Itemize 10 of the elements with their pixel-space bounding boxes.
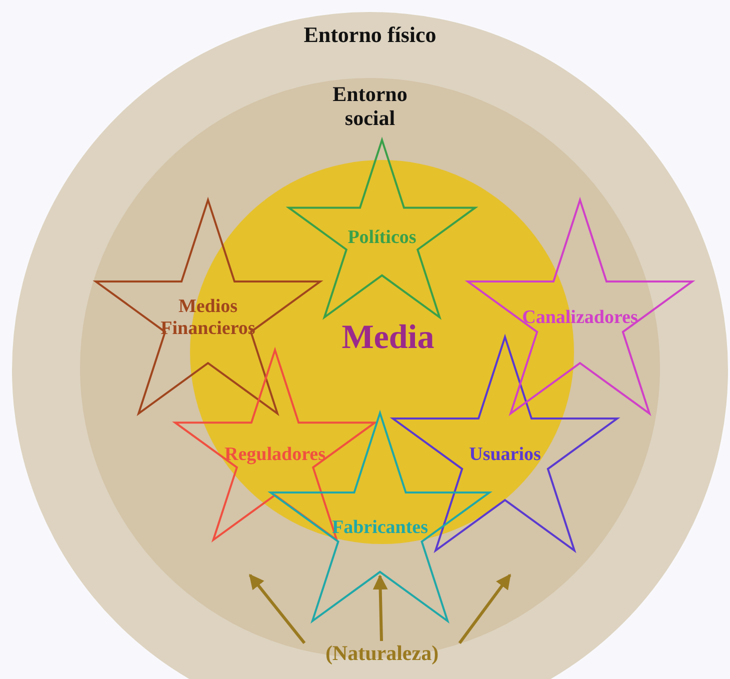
star-label: Usuarios [468,444,542,466]
arrow [248,574,306,644]
star-label: Políticos [346,227,418,249]
arrow [372,574,388,642]
circle-label: Entorno físico [302,22,438,48]
circle-label: Entorno social [332,82,408,130]
star-label: Reguladores [224,444,326,466]
source-label: (Naturaleza) [324,641,440,666]
arrow [458,574,512,644]
circle-label: Media [340,318,436,358]
